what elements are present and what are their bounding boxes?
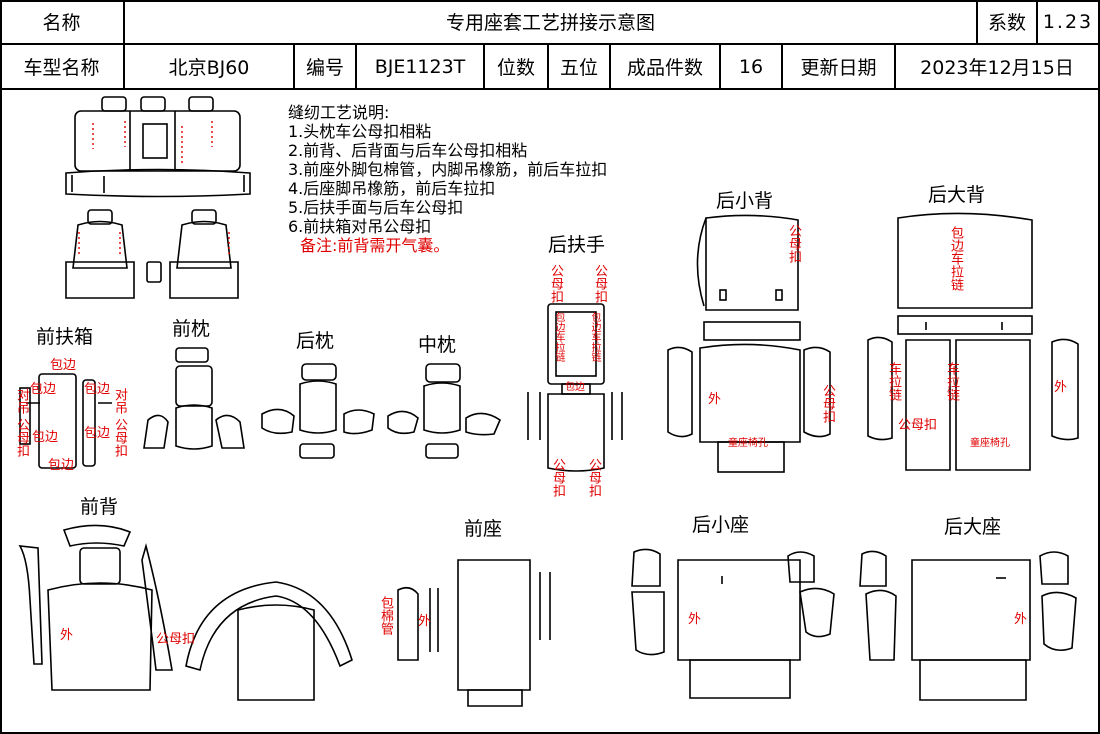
armbox-wrap-bottom-right: 包边 — [84, 426, 111, 441]
armrest-snap-bottom-right: 公母扣 — [586, 458, 601, 497]
label-rear-large-back: 后大背 — [928, 184, 986, 206]
note-line-2: 2.前背、后背面与后车公母扣相粘 — [288, 141, 528, 160]
large-seat-outer: 外 — [1014, 612, 1028, 627]
seats-label: 位数 — [485, 45, 549, 90]
front-back-snap: 公母扣 — [156, 632, 196, 647]
notes-heading: 缝纫工艺说明: — [288, 103, 390, 122]
large-back-snap: 公母扣 — [898, 418, 938, 433]
label-middle-headrest: 中枕 — [418, 334, 457, 356]
coef-value: 1.23 — [1038, 0, 1100, 45]
small-back-snap-side: 公母扣 — [820, 384, 835, 423]
model-value: 北京BJ60 — [125, 45, 295, 90]
middle-headrest-pieces — [387, 363, 501, 459]
rear-large-seat-pieces — [859, 550, 1077, 701]
overview-rear-bench — [65, 96, 251, 198]
date-label: 更新日期 — [783, 45, 896, 90]
armrest-wrap: 包边 — [565, 382, 585, 393]
front-seat-pieces — [397, 559, 551, 707]
code-value: BJE1123T — [357, 45, 485, 90]
label-front-armbox: 前扶箱 — [36, 326, 94, 348]
front-headrest-pieces — [143, 347, 245, 450]
note-line-6: 6.前扶箱对吊公母扣 — [288, 217, 432, 236]
rear-large-back-pieces — [867, 212, 1079, 471]
large-back-zip: 包边车拉链 — [948, 226, 963, 291]
note-line-1: 1.头枕车公母扣相粘 — [288, 122, 432, 141]
label-front-headrest: 前枕 — [172, 318, 211, 340]
front-seat-outer: 外 — [418, 614, 432, 629]
note-line-5: 5.后扶手面与后车公母扣 — [288, 198, 464, 217]
armrest-snap-top-left: 公母扣 — [548, 264, 563, 303]
small-back-outer: 外 — [708, 392, 722, 407]
seats-value: 五位 — [549, 45, 611, 90]
pattern-drawings — [18, 96, 1079, 707]
pieces-value: 16 — [721, 45, 783, 90]
armbox-wrap-bottom-left: 包边 — [32, 430, 59, 445]
armbox-wrap-right: 包边 — [84, 382, 111, 397]
sewing-notes: 缝纫工艺说明: 1.头枕车公母扣相粘 2.前背、后背面与后车公母扣相粘 3.前座… — [288, 103, 607, 255]
small-seat-outer: 外 — [688, 612, 702, 627]
pieces-label: 成品件数 — [611, 45, 721, 90]
armbox-snap-left: 公母扣 — [14, 418, 29, 457]
label-rear-large-seat: 后大座 — [944, 516, 1002, 538]
header-table: 名称 专用座套工艺拼接示意图 系数 1.23 车型名称 北京BJ60 编号 BJ… — [0, 0, 1100, 90]
armrest-snap-bottom-left: 公母扣 — [550, 458, 565, 497]
armrest-snap-top-right: 公母扣 — [592, 264, 607, 303]
code-label: 编号 — [295, 45, 357, 90]
small-back-child-seat: 童座椅孔 — [728, 438, 768, 449]
large-back-outer: 外 — [1054, 380, 1068, 395]
notes-remark: 备注:前背需开气囊。 — [300, 236, 450, 255]
label-rear-armrest: 后扶手 — [548, 234, 606, 256]
armbox-hang-left: 对吊 — [14, 388, 29, 414]
armbox-pieces — [19, 373, 112, 469]
large-back-pull-zip-right: 车拉链 — [944, 362, 959, 401]
armbox-snap-right: 公母扣 — [112, 418, 127, 457]
armrest-zip-right: 包边车拉链 — [589, 312, 600, 362]
label-rear-small-back: 后小背 — [716, 190, 774, 212]
armrest-zip-left: 包边车拉链 — [553, 312, 564, 362]
rear-headrest-pieces — [261, 363, 375, 459]
front-seat-cotton-tube: 包棉管 — [378, 596, 393, 635]
rear-small-back-pieces — [667, 214, 831, 473]
label-front-seat: 前座 — [464, 518, 503, 540]
small-back-snap-top: 公母扣 — [786, 224, 801, 263]
note-line-3: 3.前座外脚包棉管，内脚吊橡筋，前后车拉扣 — [288, 160, 608, 179]
label-front-back: 前背 — [80, 496, 119, 518]
name-label: 名称 — [0, 0, 125, 45]
front-back-pieces — [18, 524, 353, 701]
model-label: 车型名称 — [0, 45, 125, 90]
label-rear-headrest: 后枕 — [296, 330, 335, 352]
armbox-wrap-top: 包边 — [50, 358, 77, 373]
armbox-hang-right: 对吊 — [112, 388, 127, 414]
rear-armrest-pieces — [527, 303, 623, 472]
overview-front-seats — [65, 209, 239, 299]
document-title: 专用座套工艺拼接示意图 — [125, 0, 978, 45]
armbox-wrap-base: 包边 — [48, 458, 75, 473]
front-back-outer: 外 — [60, 628, 74, 643]
coef-label: 系数 — [978, 0, 1038, 45]
note-line-4: 4.后座脚吊橡筋，前后车拉扣 — [288, 179, 496, 198]
large-back-pull-zip-left: 车拉链 — [886, 362, 901, 401]
armbox-wrap-left: 包边 — [30, 382, 57, 397]
large-back-child-seat: 童座椅孔 — [970, 438, 1010, 449]
label-rear-small-seat: 后小座 — [692, 514, 750, 536]
date-value: 2023年12月15日 — [896, 45, 1100, 90]
rear-small-seat-pieces — [631, 548, 835, 699]
